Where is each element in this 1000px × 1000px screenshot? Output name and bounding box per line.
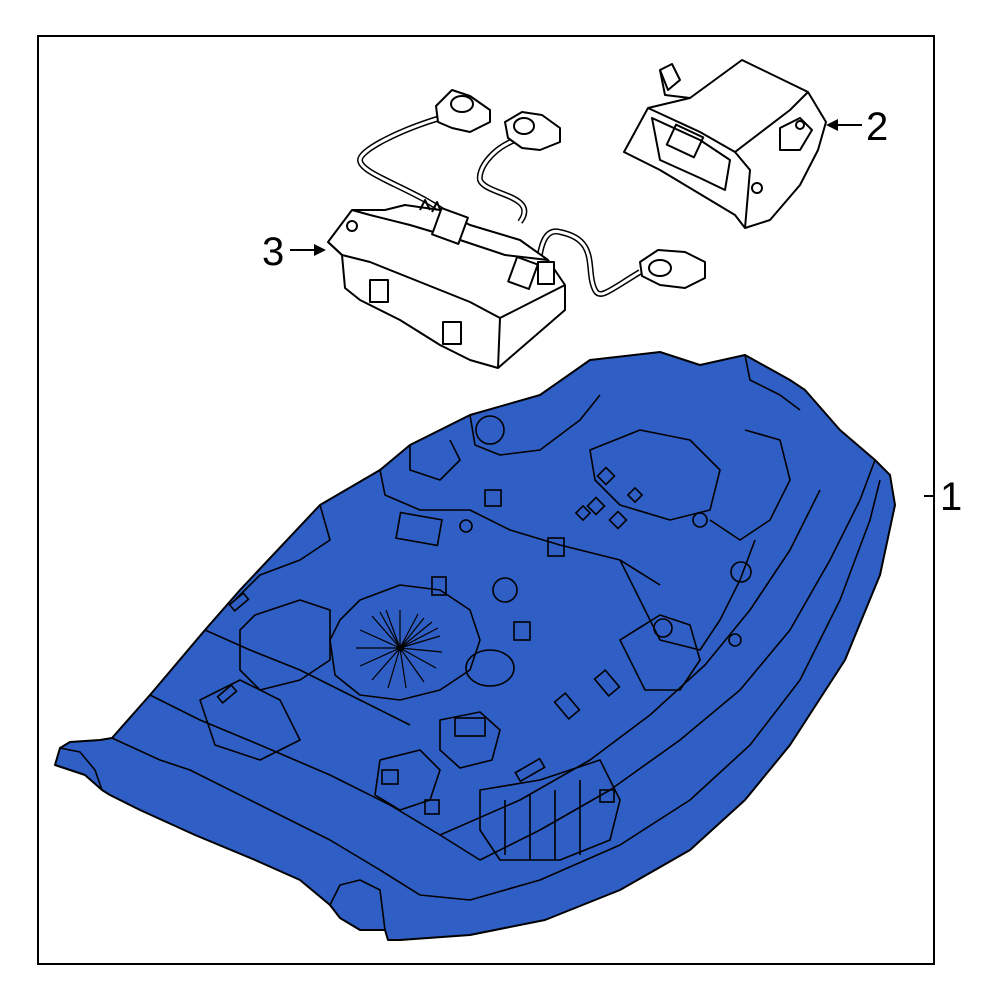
part-1-housing[interactable] <box>54 351 896 941</box>
speaker-grille <box>356 609 443 689</box>
part-1-features <box>216 415 752 815</box>
callout-3-label: 3 <box>262 230 284 274</box>
arrow-icon <box>314 244 326 256</box>
part-2-bracket[interactable] <box>623 59 827 229</box>
callout-1: 1 <box>924 475 962 519</box>
arrow-icon <box>826 119 838 131</box>
callout-2-label: 2 <box>866 105 888 149</box>
callout-2: 2 <box>826 105 888 149</box>
part-3-module[interactable] <box>327 89 706 369</box>
part-1-details <box>59 354 881 931</box>
callout-1-label: 1 <box>940 475 962 519</box>
callout-3: 3 <box>262 230 326 274</box>
